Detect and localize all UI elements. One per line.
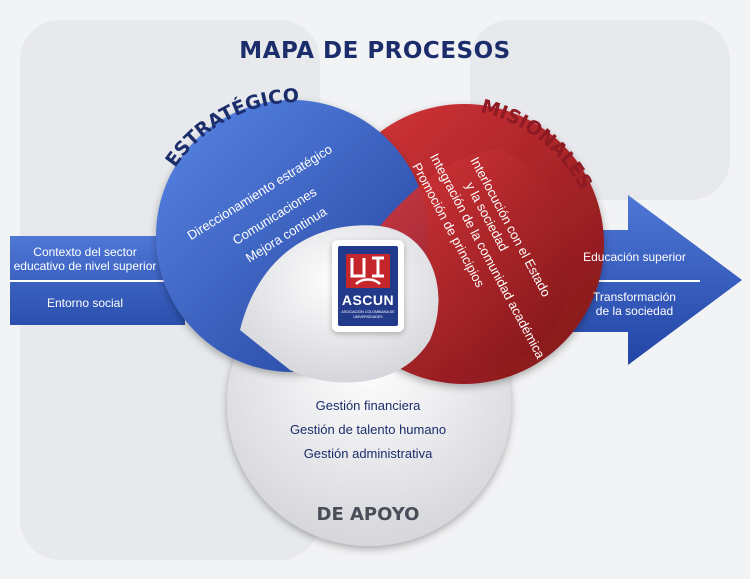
output-line: Educación superior <box>583 250 686 264</box>
page-title: MAPA DE PROCESOS <box>239 38 511 64</box>
input-line: Contexto del sector <box>33 245 137 259</box>
input-line: Entorno social <box>46 296 124 310</box>
support-item: Gestión de talento humano <box>289 422 447 437</box>
ascun-logo: ASCUN ASOCIACIÓN COLOMBIANA DE UNIVERSID… <box>332 240 404 332</box>
support-item: Gestión financiera <box>315 398 421 413</box>
logo-badge: ASCUN ASOCIACIÓN COLOMBIANA DE UNIVERSID… <box>338 246 398 326</box>
support-items: Gestión financiera Gestión de talento hu… <box>268 394 468 466</box>
output-higher-education: Educación superior <box>567 236 702 278</box>
logo-mark <box>346 254 390 288</box>
input-context: Contexto del sector educativo de nivel s… <box>10 238 160 280</box>
output-transformation: Transformación de la sociedad <box>567 284 702 324</box>
input-band <box>10 236 185 325</box>
red-swirl <box>380 150 572 365</box>
input-line: educativo de nivel superior <box>13 259 157 273</box>
output-line: Transformación <box>593 290 676 304</box>
logo-name: ASCUN <box>341 292 395 308</box>
logo-symbol-icon <box>350 256 384 285</box>
input-social: Entorno social <box>10 283 160 323</box>
output-line: de la sociedad <box>595 304 674 318</box>
logo-subtitle: ASOCIACIÓN COLOMBIANA DE UNIVERSIDADES <box>341 310 395 319</box>
support-item: Gestión administrativa <box>303 446 433 461</box>
de-apoyo-label: DE APOYO <box>317 504 420 525</box>
